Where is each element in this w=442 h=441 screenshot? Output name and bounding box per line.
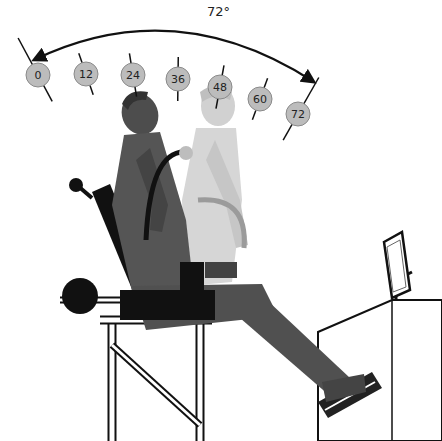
angle-marker: 0 [25, 62, 51, 88]
angle-value: 48 [213, 82, 227, 93]
marker-fill [208, 75, 232, 99]
handle-bar [146, 152, 184, 240]
roller [62, 278, 98, 314]
angle-value: 36 [171, 74, 185, 85]
angle-marker: 24 [120, 62, 146, 88]
hair [122, 91, 148, 110]
marker-fill [26, 63, 50, 87]
handle-knob [179, 146, 193, 160]
chair-brace [112, 345, 200, 425]
thigh-pad [205, 262, 237, 278]
angle-marker: 72 [285, 101, 311, 127]
chair-leg [108, 320, 117, 441]
marker-fill [166, 67, 190, 91]
foot [322, 374, 366, 402]
angle-marker: 48 [207, 74, 233, 100]
angle-label: 72° [207, 4, 230, 19]
head [116, 88, 164, 140]
tick-line [283, 78, 319, 141]
monitor [384, 232, 410, 298]
chair-brace [112, 345, 200, 425]
head-knob [69, 178, 83, 192]
angle-marker: 60 [247, 86, 273, 112]
tick-line [252, 78, 267, 119]
angle-value: 60 [253, 94, 267, 105]
angle-value: 0 [35, 70, 42, 81]
platform-edge [391, 300, 393, 441]
handle-bar [198, 200, 244, 248]
monitor-screen [387, 240, 406, 292]
tick-line [18, 38, 52, 101]
seat [120, 290, 215, 320]
shin [240, 286, 350, 396]
tick-line [79, 53, 93, 95]
marker-fill [74, 62, 98, 86]
angle-value: 72 [291, 109, 305, 120]
angle-value: 12 [79, 69, 93, 80]
marker-fill [248, 87, 272, 111]
marker-fill [286, 102, 310, 126]
upright-person [182, 86, 248, 286]
marker-fill [121, 63, 145, 87]
angle-marker: 36 [165, 66, 191, 92]
tick-group [18, 38, 319, 140]
chair-leg [110, 320, 115, 441]
angle-value: 24 [126, 70, 140, 81]
angle-marker: 12 [73, 61, 99, 87]
reclined-person [112, 88, 366, 402]
thigh-pad [180, 262, 204, 292]
